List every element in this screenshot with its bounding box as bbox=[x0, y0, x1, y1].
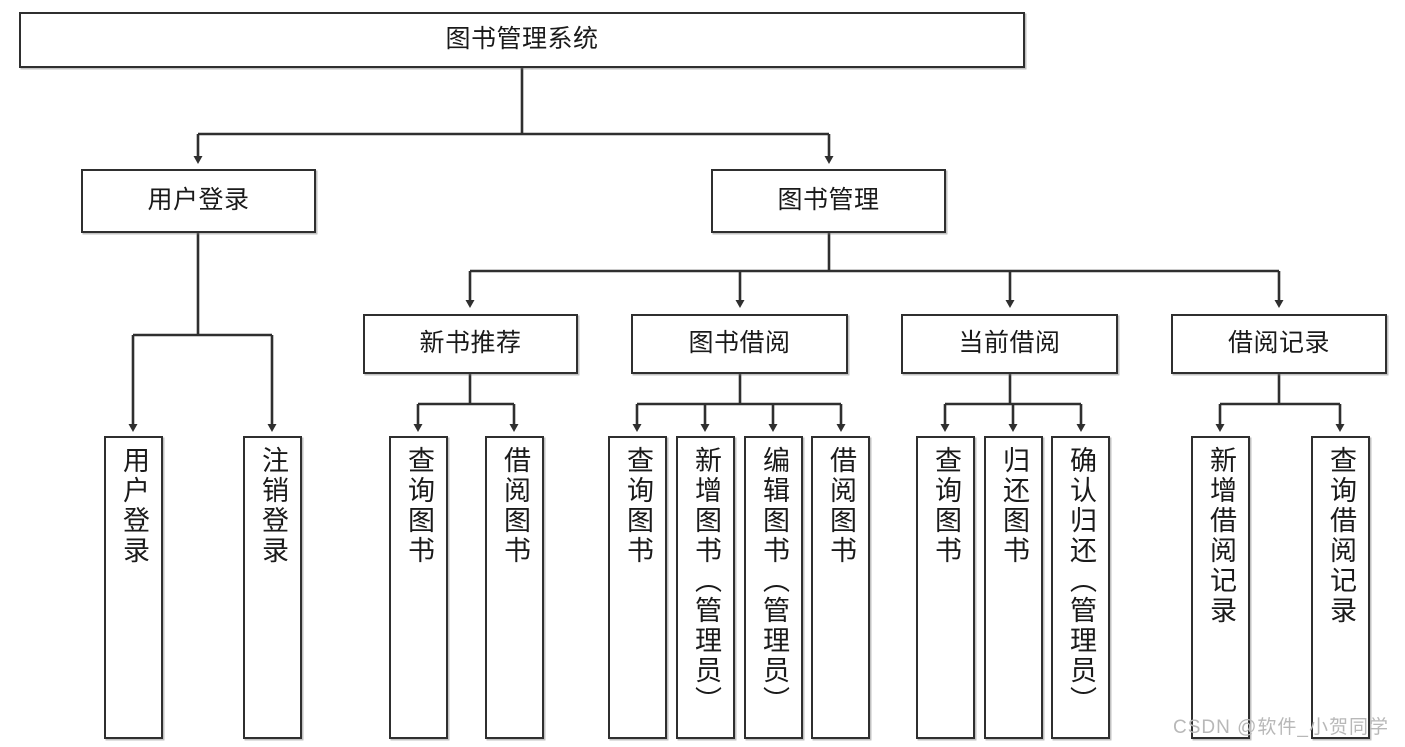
node-label: 查询图书 bbox=[623, 446, 653, 566]
node-label: 用户登录 bbox=[147, 186, 250, 215]
leaf-query-book-current[interactable]: 查询图书 bbox=[916, 436, 975, 739]
leaf-query-borrow-record[interactable]: 查询借阅记录 bbox=[1311, 436, 1370, 739]
leaf-confirm-return-admin[interactable]: 确认归还（管理员） bbox=[1051, 436, 1110, 739]
leaf-borrow-book-recommend[interactable]: 借阅图书 bbox=[485, 436, 544, 739]
node-book-borrow[interactable]: 图书借阅 bbox=[631, 314, 848, 374]
node-label: 新增借阅记录 bbox=[1206, 446, 1236, 626]
node-label: 确认归还（管理员） bbox=[1066, 446, 1096, 716]
leaf-add-book-admin[interactable]: 新增图书（管理员） bbox=[676, 436, 735, 739]
node-label: 注销登录 bbox=[258, 446, 288, 566]
node-borrow-record[interactable]: 借阅记录 bbox=[1171, 314, 1387, 374]
node-label: 借阅记录 bbox=[1227, 329, 1330, 358]
node-label: 查询图书 bbox=[404, 446, 434, 566]
node-label: 查询借阅记录 bbox=[1326, 446, 1356, 626]
node-root[interactable]: 图书管理系统 bbox=[19, 12, 1025, 68]
node-label: 图书管理系统 bbox=[445, 25, 599, 54]
node-label: 用户登录 bbox=[119, 446, 149, 566]
node-label: 借阅图书 bbox=[500, 446, 530, 566]
leaf-edit-book-admin[interactable]: 编辑图书（管理员） bbox=[744, 436, 803, 739]
leaf-query-book-recommend[interactable]: 查询图书 bbox=[389, 436, 448, 739]
node-current-borrow[interactable]: 当前借阅 bbox=[901, 314, 1118, 374]
node-label: 图书管理 bbox=[777, 186, 880, 215]
node-label: 当前借阅 bbox=[958, 329, 1061, 358]
node-label: 图书借阅 bbox=[688, 329, 791, 358]
leaf-return-book[interactable]: 归还图书 bbox=[984, 436, 1043, 739]
leaf-add-borrow-record[interactable]: 新增借阅记录 bbox=[1191, 436, 1250, 739]
node-label: 归还图书 bbox=[999, 446, 1029, 566]
leaf-user-login[interactable]: 用户登录 bbox=[104, 436, 163, 739]
watermark: CSDN @软件_小贺同学 bbox=[1173, 717, 1389, 738]
node-label: 查询图书 bbox=[931, 446, 961, 566]
leaf-borrow-book[interactable]: 借阅图书 bbox=[811, 436, 870, 739]
node-user-login[interactable]: 用户登录 bbox=[81, 169, 316, 233]
leaf-user-logout[interactable]: 注销登录 bbox=[243, 436, 302, 739]
leaf-query-book-borrow[interactable]: 查询图书 bbox=[608, 436, 667, 739]
node-book-manage[interactable]: 图书管理 bbox=[711, 169, 946, 233]
node-label: 借阅图书 bbox=[826, 446, 856, 566]
node-label: 新书推荐 bbox=[419, 329, 522, 358]
node-new-book-recommend[interactable]: 新书推荐 bbox=[363, 314, 578, 374]
node-label: 新增图书（管理员） bbox=[691, 446, 721, 716]
node-label: 编辑图书（管理员） bbox=[759, 446, 789, 716]
